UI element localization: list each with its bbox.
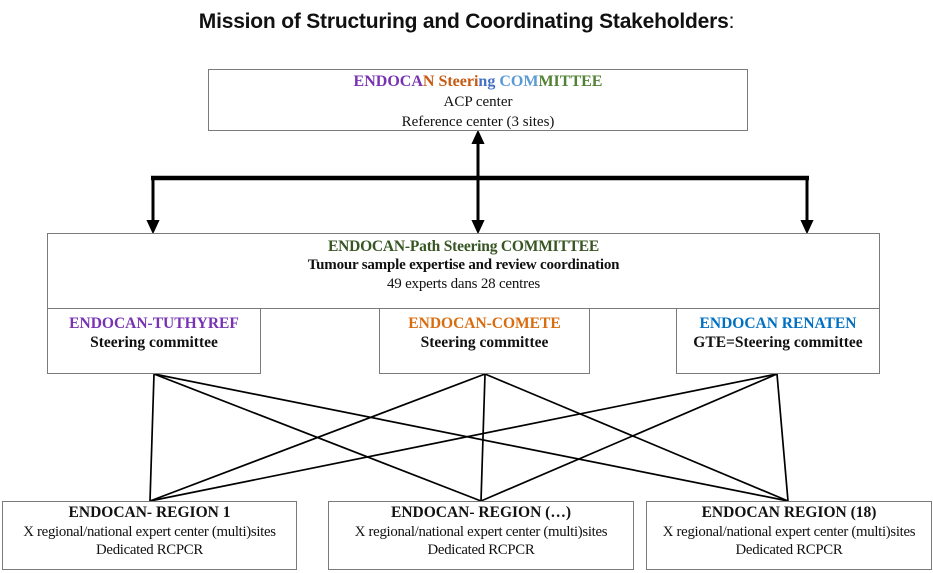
line-tuthyref-region18 (153, 373, 789, 502)
arrowhead-down-left-icon (146, 220, 160, 235)
region-1-box: ENDOCAN- REGION 1 X regional/national ex… (2, 501, 297, 570)
diagram-title-text: Mission of Structuring and Coordinating … (198, 10, 729, 33)
line-comete-region-dots (480, 373, 486, 502)
tuthyref-title: ENDOCAN-TUTHYREF (69, 315, 239, 332)
arrowhead-up-icon (471, 129, 485, 144)
title-seg-ng: ng (478, 73, 496, 90)
region-dots-box: ENDOCAN- REGION (…) X regional/national … (328, 501, 634, 570)
region-18-box: ENDOCAN REGION (18) X regional/national … (646, 501, 932, 570)
line-comete-region1 (149, 373, 486, 502)
reference-center-line: Reference center (3 sites) (401, 114, 555, 130)
comete-box: ENDOCAN-COMETE Steering committee (379, 308, 590, 374)
arrowhead-down-right-icon (800, 220, 814, 235)
endocan-steering-title: ENDOCAN Steering COMMITTEE (209, 72, 747, 92)
title-seg-steeri: Steeri (434, 73, 479, 90)
line-tuthyref-region1 (149, 373, 155, 502)
line-renaten-region-dots (480, 373, 778, 502)
region-dots-title: ENDOCAN- REGION (…) (391, 504, 571, 521)
line-comete-region18 (484, 373, 789, 502)
title-seg-endoca: ENDOCA (353, 73, 423, 90)
comete-subtitle: Steering committee (420, 334, 549, 351)
arrowhead-down-center-icon (471, 220, 485, 235)
region-18-title: ENDOCAN REGION (18) (701, 504, 877, 521)
region-18-line3: Dedicated RCPCR (735, 542, 843, 558)
region-18-line2: X regional/national expert center (multi… (662, 523, 916, 540)
endocan-steering-box: ENDOCAN Steering COMMITTEE ACP center Re… (208, 69, 748, 131)
top-to-path-connector (146, 129, 814, 235)
tuthyref-box: ENDOCAN-TUTHYREF Steering committee (47, 308, 261, 374)
renaten-box: ENDOCAN RENATEN GTE=Steering committee (676, 308, 880, 374)
region-dots-line3: Dedicated RCPCR (427, 542, 535, 558)
renaten-title: ENDOCAN RENATEN (699, 315, 857, 332)
title-seg-n: N (422, 73, 435, 90)
endocan-path-detail: 49 experts dans 28 centres (386, 276, 541, 292)
endocan-path-subtitle: Tumour sample expertise and review coord… (307, 257, 620, 273)
region-1-line2: X regional/national expert center (multi… (23, 523, 276, 540)
comete-title: ENDOCAN-COMETE (408, 315, 561, 332)
region-1-title: ENDOCAN- REGION 1 (68, 504, 231, 521)
endocan-path-title: ENDOCAN-Path Steering COMMITTEE (327, 238, 600, 255)
diagram-title: Mission of Structuring and Coordinating … (0, 10, 933, 34)
line-renaten-region18 (776, 373, 789, 502)
tuthyref-subtitle: Steering committee (90, 334, 218, 351)
region-dots-line2: X regional/national expert center (multi… (354, 523, 608, 540)
title-seg-com: COM (495, 73, 539, 90)
renaten-subtitle: GTE=Steering committee (693, 334, 863, 351)
line-renaten-region1 (149, 373, 778, 502)
acp-center-line: ACP center (443, 94, 513, 110)
steering-to-region-lines (149, 373, 789, 502)
region-1-line3: Dedicated RCPCR (96, 542, 203, 558)
diagram-title-colon: : (728, 10, 735, 33)
title-seg-mittee: MITTEE (538, 73, 603, 90)
endocan-path-box: ENDOCAN-Path Steering COMMITTEE Tumour s… (47, 233, 880, 309)
